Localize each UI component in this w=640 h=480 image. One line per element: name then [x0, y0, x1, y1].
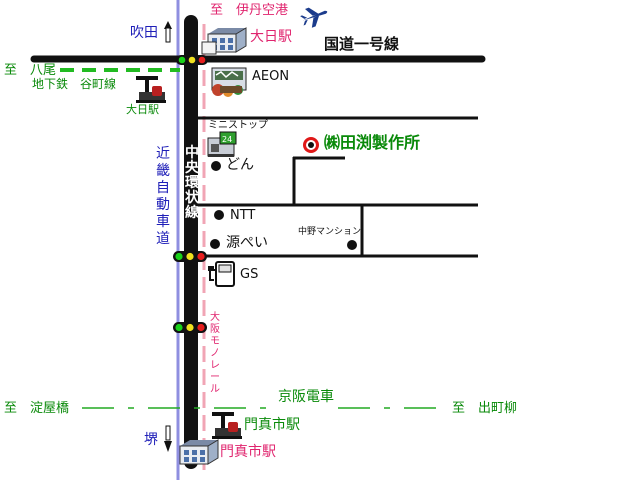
keihan-line-label: 京阪電車 [278, 389, 334, 405]
aeon-label: AEON [252, 69, 290, 84]
kinki-expressway-label: 近畿自動車道 [156, 146, 170, 247]
subway-line-label: 地下鉄 谷町線 [32, 77, 117, 91]
mini-stop-label: ミニストップ [208, 120, 268, 131]
chuo-kanjo-label: 中央環状線 [185, 145, 199, 221]
up-arrow-icon [164, 21, 172, 43]
nakano-mansion-marker [347, 240, 357, 250]
subway-station-icon [212, 412, 242, 439]
demachiyanagi-destination-label: 至 出町柳 [452, 401, 518, 416]
genpei-label: 源ぺい [226, 235, 268, 251]
ntt-label: NTT [230, 208, 256, 223]
national-route-1-label: 国道一号線 [324, 35, 400, 53]
dainichi-monorail-station-label: 大日駅 [250, 29, 292, 45]
traffic-light-icon [173, 251, 207, 262]
airport-destination-label: 至 伊丹空港 [210, 3, 289, 18]
north-destination-label: 吹田 [130, 25, 158, 41]
osaka-monorail-label: 大阪モノレール [210, 312, 220, 395]
genpei-marker [210, 239, 220, 249]
station-building-icon [179, 439, 219, 465]
south-destination-label: 堺 [144, 432, 158, 448]
convenience-store-icon: 24 [207, 131, 237, 157]
company-name-label: ㈱田渕製作所 [324, 133, 421, 152]
svg-text:24: 24 [222, 135, 232, 144]
ntt-marker [214, 210, 224, 220]
kadoma-keihan-station-label: 門真市駅 [244, 417, 300, 433]
kadoma-monorail-station-label: 門真市駅 [220, 444, 276, 460]
don-label: どん [226, 157, 254, 173]
traffic-light-icon [173, 322, 207, 333]
station-building-icon [201, 27, 247, 55]
dainichi-subway-station-label: 大日駅 [126, 103, 159, 116]
airplane-icon [300, 7, 328, 28]
subway-station-icon [136, 76, 166, 103]
yodoyabashi-destination-label: 至 淀屋橋 [4, 401, 70, 416]
yao-destination-label: 至 八尾 [4, 63, 57, 78]
traffic-light-icon [176, 55, 208, 65]
don-marker [211, 161, 221, 171]
down-arrow-icon [164, 425, 172, 452]
store-icon [211, 67, 247, 97]
company-location-marker [303, 137, 319, 153]
gs-label: GS [240, 267, 259, 282]
nakano-mansion-label: 中野マンション [298, 227, 362, 237]
gas-station-icon [208, 261, 235, 287]
